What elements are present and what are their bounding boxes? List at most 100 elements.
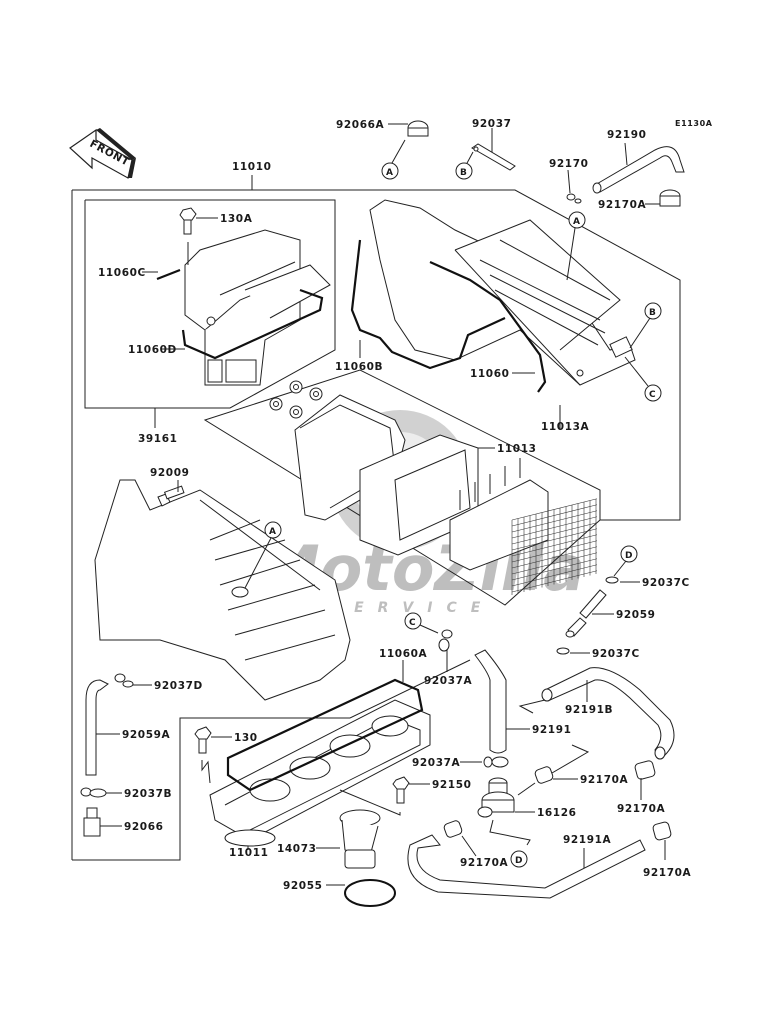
hose-92191b-icon [518, 667, 675, 760]
label-92009: 92009 [150, 467, 190, 479]
mesh-line [511, 522, 598, 545]
clamp-92170a-2-icon [634, 760, 656, 800]
label-11060c: 11060C [98, 267, 146, 279]
clip-92037d-icon [114, 673, 152, 688]
diagram-code: E1130A [675, 119, 713, 128]
mesh-line [511, 510, 598, 533]
o-ring-92055 [344, 879, 396, 907]
bolt-130-icon [194, 726, 232, 784]
label-92190: 92190 [607, 129, 647, 141]
boot-14073-icon [316, 809, 381, 869]
bolt-130a-icon [179, 207, 218, 265]
strap-92037-icon [465, 128, 516, 171]
lower-air-box [94, 479, 351, 701]
ref-b-strap: B [455, 162, 473, 180]
svg-text:B: B [460, 168, 467, 178]
mesh-line [511, 504, 598, 527]
ref-d-lower: D [510, 850, 528, 868]
ref-d-right: D [620, 545, 638, 563]
label-11013a: 11013A [541, 421, 590, 433]
label-92170a-3: 92170A [460, 857, 509, 869]
clip-92037c-upper-icon [605, 576, 640, 584]
mesh-line [511, 498, 598, 521]
nuts-washers [269, 380, 323, 419]
front-arrow-icon: FRONT [69, 128, 136, 179]
label-92037c-lower: 92037C [592, 648, 640, 660]
svg-text:C: C [649, 390, 656, 400]
clip-92037c-lower-icon [556, 647, 590, 655]
label-14073: 14073 [277, 843, 317, 855]
bolt-92150-icon [339, 776, 430, 816]
ref-c-mid: C [404, 612, 422, 630]
label-92066a: 92066A [336, 119, 385, 131]
mesh-line [511, 534, 598, 557]
label-11010: 11010 [232, 161, 272, 173]
hose-92190-icon [592, 146, 685, 194]
mesh-line [511, 570, 598, 593]
bolt-92009-icon [157, 480, 185, 507]
clamp-92170a-top-icon [645, 189, 681, 207]
hose-92059a-icon [85, 679, 120, 776]
tube-92059-icon [565, 589, 614, 638]
mesh-line [511, 540, 598, 563]
clip-92037a-upper-icon [438, 629, 453, 672]
label-39161: 39161 [138, 433, 178, 445]
svg-text:D: D [515, 856, 522, 866]
mesh-line [511, 558, 598, 581]
clamp-92170a-4-icon [652, 821, 672, 860]
label-11013: 11013 [497, 443, 537, 455]
valve-16126-icon [477, 744, 590, 846]
ref-c-right: C [644, 384, 662, 402]
watermark-sub: SERVICE [330, 600, 494, 616]
label-11060b: 11060B [335, 361, 383, 373]
label-92037b: 92037B [124, 788, 172, 800]
clip-92037a-lower-icon [460, 756, 509, 768]
label-92170a-1: 92170A [580, 774, 629, 786]
hose-92191a-icon [407, 834, 646, 899]
svg-text:B: B [649, 308, 656, 318]
gasket-11060a [226, 678, 424, 792]
svg-text:C: C [409, 618, 416, 628]
label-11060: 11060 [470, 368, 510, 380]
mesh-line [511, 516, 598, 539]
label-130a: 130A [220, 213, 253, 225]
mesh-line [511, 528, 598, 551]
ref-a-cap: A [381, 162, 399, 180]
inner-box-39161 [84, 199, 336, 428]
plug-92066-icon [83, 807, 122, 837]
label-92191b: 92191B [565, 704, 613, 716]
label-92170-top: 92170 [549, 158, 589, 170]
filter-mesh [511, 498, 598, 595]
upper-air-box [369, 199, 636, 386]
label-92170a-2: 92170A [617, 803, 666, 815]
label-11060d: 11060D [128, 344, 177, 356]
filter-box [203, 369, 601, 606]
label-92059: 92059 [616, 609, 656, 621]
label-92191a: 92191A [563, 834, 612, 846]
seal-strip-11060c [156, 268, 181, 281]
ref-a-top: A [568, 211, 586, 229]
svg-text:A: A [386, 168, 393, 178]
svg-text:D: D [625, 551, 632, 561]
svg-text:A: A [269, 527, 276, 537]
seal-11060 [429, 260, 547, 393]
gasket-11060d [181, 288, 324, 360]
label-92037c-upper: 92037C [642, 577, 690, 589]
label-11060a: 11060A [379, 648, 428, 660]
base-plate-11011 [209, 699, 431, 850]
label-92150: 92150 [432, 779, 472, 791]
ref-a-lower: A [264, 521, 282, 539]
mesh-line [511, 552, 598, 575]
label-92191: 92191 [532, 724, 572, 736]
label-92066: 92066 [124, 821, 164, 833]
label-92059a: 92059A [122, 729, 171, 741]
label-92170a-top: 92170A [598, 199, 647, 211]
label-92037: 92037 [472, 118, 512, 130]
assembly-frame-11010 [71, 175, 681, 861]
svg-text:A: A [573, 217, 580, 227]
label-11011: 11011 [229, 847, 269, 859]
label-92055: 92055 [283, 880, 323, 892]
resonator-cover [184, 229, 331, 386]
